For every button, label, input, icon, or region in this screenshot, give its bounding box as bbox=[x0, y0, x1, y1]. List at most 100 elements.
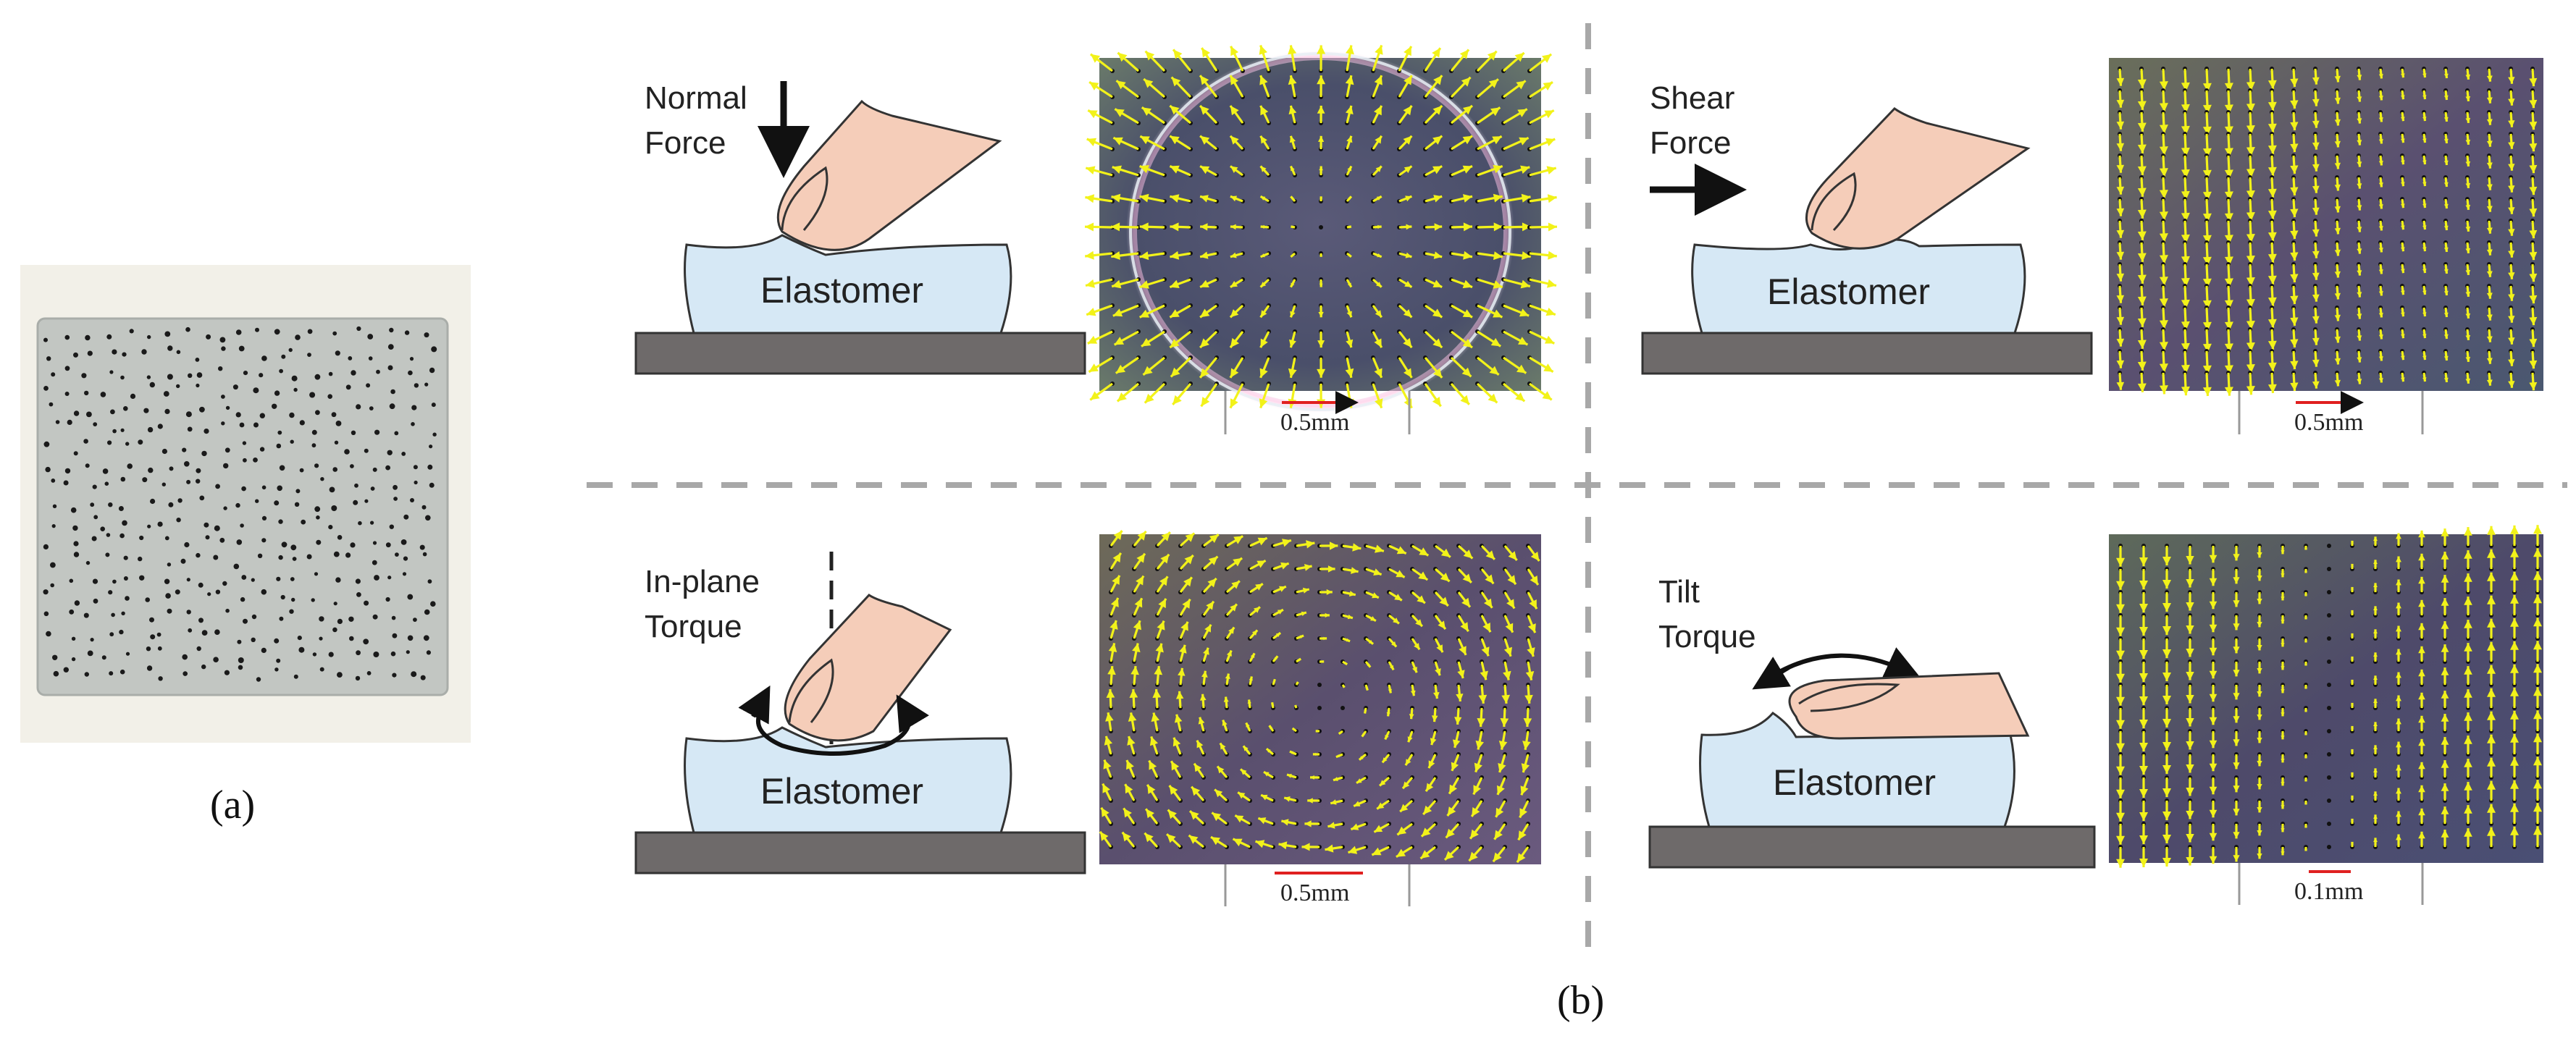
marker-dot bbox=[240, 523, 244, 528]
marker-dot bbox=[425, 515, 431, 521]
marker-dot bbox=[93, 422, 97, 426]
marker-dot bbox=[240, 597, 245, 602]
marker-dot bbox=[93, 599, 98, 604]
marker-dot bbox=[201, 665, 206, 669]
marker-dot bbox=[243, 441, 246, 444]
marker-dot bbox=[139, 536, 143, 540]
marker-dot bbox=[196, 553, 200, 557]
marker-dot bbox=[125, 442, 129, 445]
marker-dot bbox=[158, 423, 163, 429]
marker-dot bbox=[330, 487, 335, 493]
marker-dot bbox=[110, 410, 115, 415]
marker-dot bbox=[112, 429, 117, 434]
marker-dot bbox=[289, 413, 294, 418]
marker-dot bbox=[72, 657, 75, 661]
marker-dot bbox=[255, 500, 259, 503]
marker-dot bbox=[281, 355, 285, 359]
marker-dot bbox=[334, 602, 337, 605]
marker-dot bbox=[289, 610, 293, 614]
marker-dot bbox=[216, 590, 220, 594]
normal-label-line1: Normal bbox=[645, 80, 747, 116]
marker-dot bbox=[54, 671, 59, 677]
marker-dot bbox=[345, 552, 351, 557]
marker-dot bbox=[120, 670, 125, 675]
marker-dot bbox=[70, 579, 74, 583]
marker-dot bbox=[213, 657, 219, 662]
displacement-arrowhead bbox=[2464, 527, 2472, 536]
marker-dot bbox=[181, 559, 186, 564]
shear-scale-bar: 0.5mm bbox=[2239, 391, 2422, 436]
marker-dot bbox=[184, 542, 189, 547]
marker-dot bbox=[388, 366, 393, 371]
marker-dot bbox=[272, 404, 277, 409]
displacement-arrowhead bbox=[2181, 387, 2190, 395]
marker-dot bbox=[65, 468, 70, 473]
marker-dot bbox=[83, 439, 88, 444]
marker-dot bbox=[108, 590, 112, 594]
marker-dot bbox=[350, 542, 355, 547]
marker-dot bbox=[298, 647, 304, 653]
marker-dot bbox=[67, 420, 72, 425]
marker-dot bbox=[252, 615, 256, 619]
marker-dot bbox=[351, 370, 356, 375]
marker-dot bbox=[100, 526, 105, 531]
marker-dot bbox=[241, 486, 246, 492]
marker-dot bbox=[337, 619, 343, 624]
marker-dot bbox=[329, 372, 333, 376]
marker-dot bbox=[184, 461, 190, 467]
displacement-arrowhead bbox=[2533, 525, 2542, 534]
marker-dot bbox=[372, 560, 377, 565]
panel-tilt-torque: Tilt Torque Elastomer 0.1mm bbox=[1650, 525, 2543, 905]
marker-dot bbox=[335, 577, 340, 582]
tilt-field-image bbox=[2109, 525, 2543, 867]
marker-dot bbox=[385, 465, 390, 471]
marker-dot bbox=[308, 329, 313, 334]
marker-dot bbox=[432, 433, 436, 437]
marker-dot bbox=[237, 539, 243, 545]
marker-dot bbox=[92, 536, 97, 541]
marker-dot bbox=[145, 597, 150, 602]
marker-dot bbox=[112, 580, 117, 584]
marker-dot bbox=[332, 467, 337, 472]
marker-dot bbox=[274, 390, 280, 395]
marker-dot bbox=[311, 598, 315, 602]
marker-dot bbox=[236, 329, 242, 335]
marker-dot bbox=[147, 525, 151, 528]
marker-dot bbox=[51, 372, 55, 376]
marker-dot bbox=[119, 630, 123, 634]
marker-dot bbox=[414, 465, 418, 469]
marker-dot bbox=[429, 483, 435, 488]
marker-dot bbox=[258, 554, 262, 558]
marker-dot bbox=[406, 650, 410, 654]
marker-dot bbox=[148, 427, 153, 432]
marker-dot bbox=[2327, 798, 2331, 803]
marker-dot bbox=[167, 609, 172, 614]
marker-dot bbox=[353, 500, 358, 505]
marker-dot bbox=[335, 441, 338, 444]
marker-dot bbox=[392, 673, 396, 678]
marker-dot bbox=[186, 411, 192, 417]
marker-dot bbox=[337, 535, 343, 540]
marker-dot bbox=[329, 652, 334, 657]
marker-dot bbox=[295, 502, 299, 507]
inplane-field-image bbox=[1099, 531, 1541, 864]
marker-dot bbox=[103, 468, 109, 474]
marker-dot bbox=[91, 638, 94, 641]
marker-dot bbox=[71, 507, 77, 513]
marker-dot bbox=[261, 589, 267, 595]
displacement-arrowhead bbox=[1086, 279, 1095, 288]
marker-dot bbox=[165, 593, 171, 599]
marker-dot bbox=[277, 486, 282, 492]
marker-dot bbox=[149, 618, 154, 623]
marker-dot bbox=[393, 633, 398, 638]
marker-dot bbox=[43, 589, 49, 594]
marker-dot bbox=[238, 657, 244, 663]
marker-dot bbox=[300, 420, 305, 425]
marker-dot bbox=[124, 576, 128, 581]
marker-dot bbox=[221, 346, 225, 350]
shear-scale-label: 0.5mm bbox=[2294, 409, 2363, 436]
marker-dot bbox=[101, 392, 106, 397]
marker-dot bbox=[312, 430, 317, 435]
marker-dot bbox=[225, 670, 230, 675]
marker-dot bbox=[314, 463, 319, 468]
